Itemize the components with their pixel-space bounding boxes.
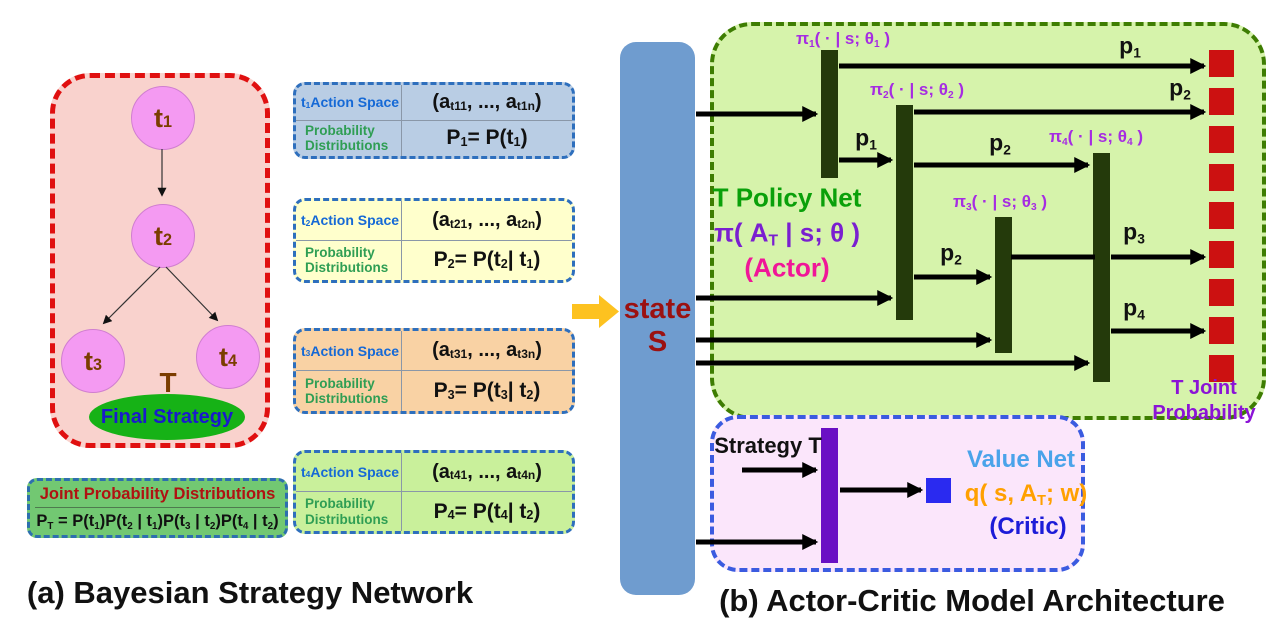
probability-square-5 <box>1209 202 1234 229</box>
policy-net-box <box>710 22 1266 420</box>
p2-internal-label-a: p2 <box>989 129 1011 158</box>
probability-square-3 <box>1209 126 1234 153</box>
value-output-square <box>926 478 951 503</box>
value-net-formula: q( s, AT; w) <box>964 480 1088 510</box>
t4-distribution-label: Probability Distributions <box>296 492 402 531</box>
pi4-label: π4( · | s; θ4 ) <box>1048 127 1144 148</box>
caption-b: (b) Actor-Critic Model Architecture <box>719 583 1225 618</box>
probability-square-4 <box>1209 164 1234 191</box>
policy-layer-bar-3 <box>995 217 1012 353</box>
policy-layer-bar-2 <box>896 105 913 320</box>
value-net-box <box>710 415 1085 572</box>
caption-a: (a) Bayesian Strategy Network <box>26 575 474 610</box>
p2-output-label: p2 <box>1169 74 1191 103</box>
critic-label: (Critic) <box>989 513 1067 540</box>
probability-square-9 <box>1209 355 1234 382</box>
final-strategy-ellipse: Final Strategy <box>89 394 245 440</box>
policy-net-title: T Policy Net <box>712 182 862 213</box>
policy-net-formula: π( AT | s; θ ) <box>713 217 861 250</box>
pi3-label: π3( · | s; θ3 ) <box>952 192 1048 213</box>
state-label: state S <box>623 293 692 358</box>
value-net-title: Value Net <box>966 446 1076 473</box>
p1-output-label: p1 <box>1119 32 1141 61</box>
pi1-label: π1( · | s; θ1 ) <box>795 29 891 50</box>
t3-distribution-label: Probability Distributions <box>296 371 402 411</box>
probability-square-2 <box>1209 88 1234 115</box>
policy-layer-bar-4 <box>1093 153 1110 382</box>
p2-internal-label-b: p2 <box>940 239 962 268</box>
tree-symbol-label: T <box>159 367 177 398</box>
probability-square-1 <box>1209 50 1234 77</box>
value-layer-bar <box>821 428 838 563</box>
flow-arrow <box>572 295 619 328</box>
joint-probability-output-label: T Joint Probability <box>1152 377 1256 424</box>
strategy-input-label: Strategy T <box>714 433 822 458</box>
actor-label: (Actor) <box>744 252 830 283</box>
probability-square-6 <box>1209 241 1234 268</box>
joint-probability-title: Joint Probability Distributions <box>35 481 280 508</box>
joint-probability-box: Joint Probability Distributions PT = P(t… <box>27 478 288 538</box>
p3-output-label: p3 <box>1123 218 1145 247</box>
pi2-label: π2( · | s; θ2 ) <box>869 80 965 101</box>
t1-distribution-label: Probability Distributions <box>296 120 402 156</box>
probability-square-7 <box>1209 279 1234 306</box>
p1-internal-label: p1 <box>855 124 877 153</box>
p4-output-label: p4 <box>1123 294 1145 323</box>
t2-distribution-label: Probability Distributions <box>296 240 402 280</box>
state-input-bar <box>620 42 695 595</box>
joint-probability-formula: PT = P(t1)P(t2 | t1)P(t3 | t2)P(t4 | t2) <box>36 512 279 532</box>
probability-square-8 <box>1209 317 1234 344</box>
policy-layer-bar-1 <box>821 50 838 178</box>
